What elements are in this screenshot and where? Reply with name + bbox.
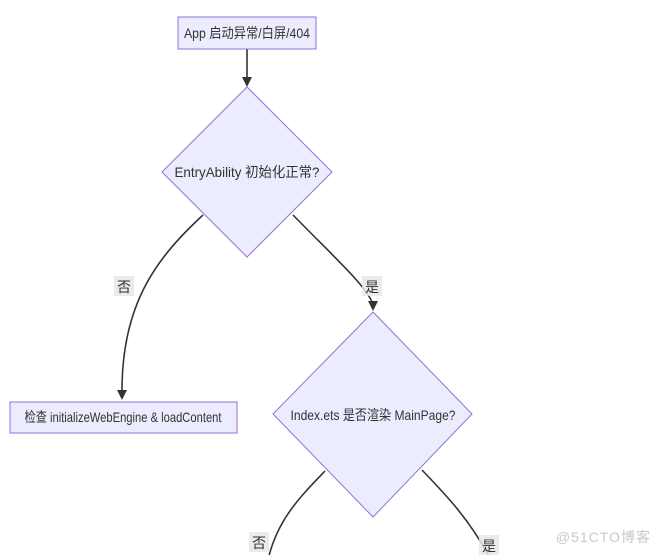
edge-label-bg-yes-2 bbox=[479, 535, 499, 555]
edge-label-bg-no-1 bbox=[114, 276, 134, 296]
watermark: @51CTO博客 bbox=[555, 529, 651, 545]
edge-decision1-yes-to-decision2 bbox=[292, 214, 373, 303]
edge-label-yes-1: 是 bbox=[365, 279, 379, 295]
node-decision2: Index.ets 是否渲染 MainPage? bbox=[272, 311, 473, 518]
node-decision2-label: Index.ets 是否渲染 MainPage? bbox=[291, 407, 456, 423]
edge-decision2-no-offscreen bbox=[268, 470, 326, 555]
node-decision1-shape bbox=[161, 86, 333, 258]
node-fix-webengine-label: 检查 initializeWebEngine & loadContent bbox=[25, 409, 222, 425]
edge-label-yes-2: 是 bbox=[482, 538, 496, 554]
node-fix-webengine: 检查 initializeWebEngine & loadContent bbox=[9, 401, 238, 434]
edge-decision1-no-to-fix bbox=[121, 214, 204, 391]
node-group: App 启动异常/白屏/404 EntryAbility 初始化正常? 检查 i… bbox=[9, 16, 473, 518]
edge-label-bg-no-2 bbox=[249, 532, 269, 552]
node-start: App 启动异常/白屏/404 bbox=[177, 16, 317, 50]
node-start-label: App 启动异常/白屏/404 bbox=[184, 25, 310, 41]
node-fix-webengine-shape bbox=[9, 401, 238, 434]
node-start-shape bbox=[177, 16, 317, 50]
node-decision1: EntryAbility 初始化正常? bbox=[161, 86, 333, 258]
edge-label-group: 否 是 否 是 bbox=[114, 276, 499, 555]
node-decision2-shape bbox=[272, 311, 473, 518]
edge-label-bg-yes-1 bbox=[362, 276, 382, 296]
edge-label-no-2: 否 bbox=[252, 535, 266, 551]
edge-group bbox=[117, 49, 490, 555]
node-decision1-label: EntryAbility 初始化正常? bbox=[175, 164, 320, 180]
arrowhead-into-fix-icon bbox=[117, 390, 127, 400]
arrowhead-into-decision2-icon bbox=[368, 301, 378, 311]
edge-label-no-1: 否 bbox=[117, 279, 131, 295]
arrowhead-into-decision1-icon bbox=[242, 77, 252, 87]
